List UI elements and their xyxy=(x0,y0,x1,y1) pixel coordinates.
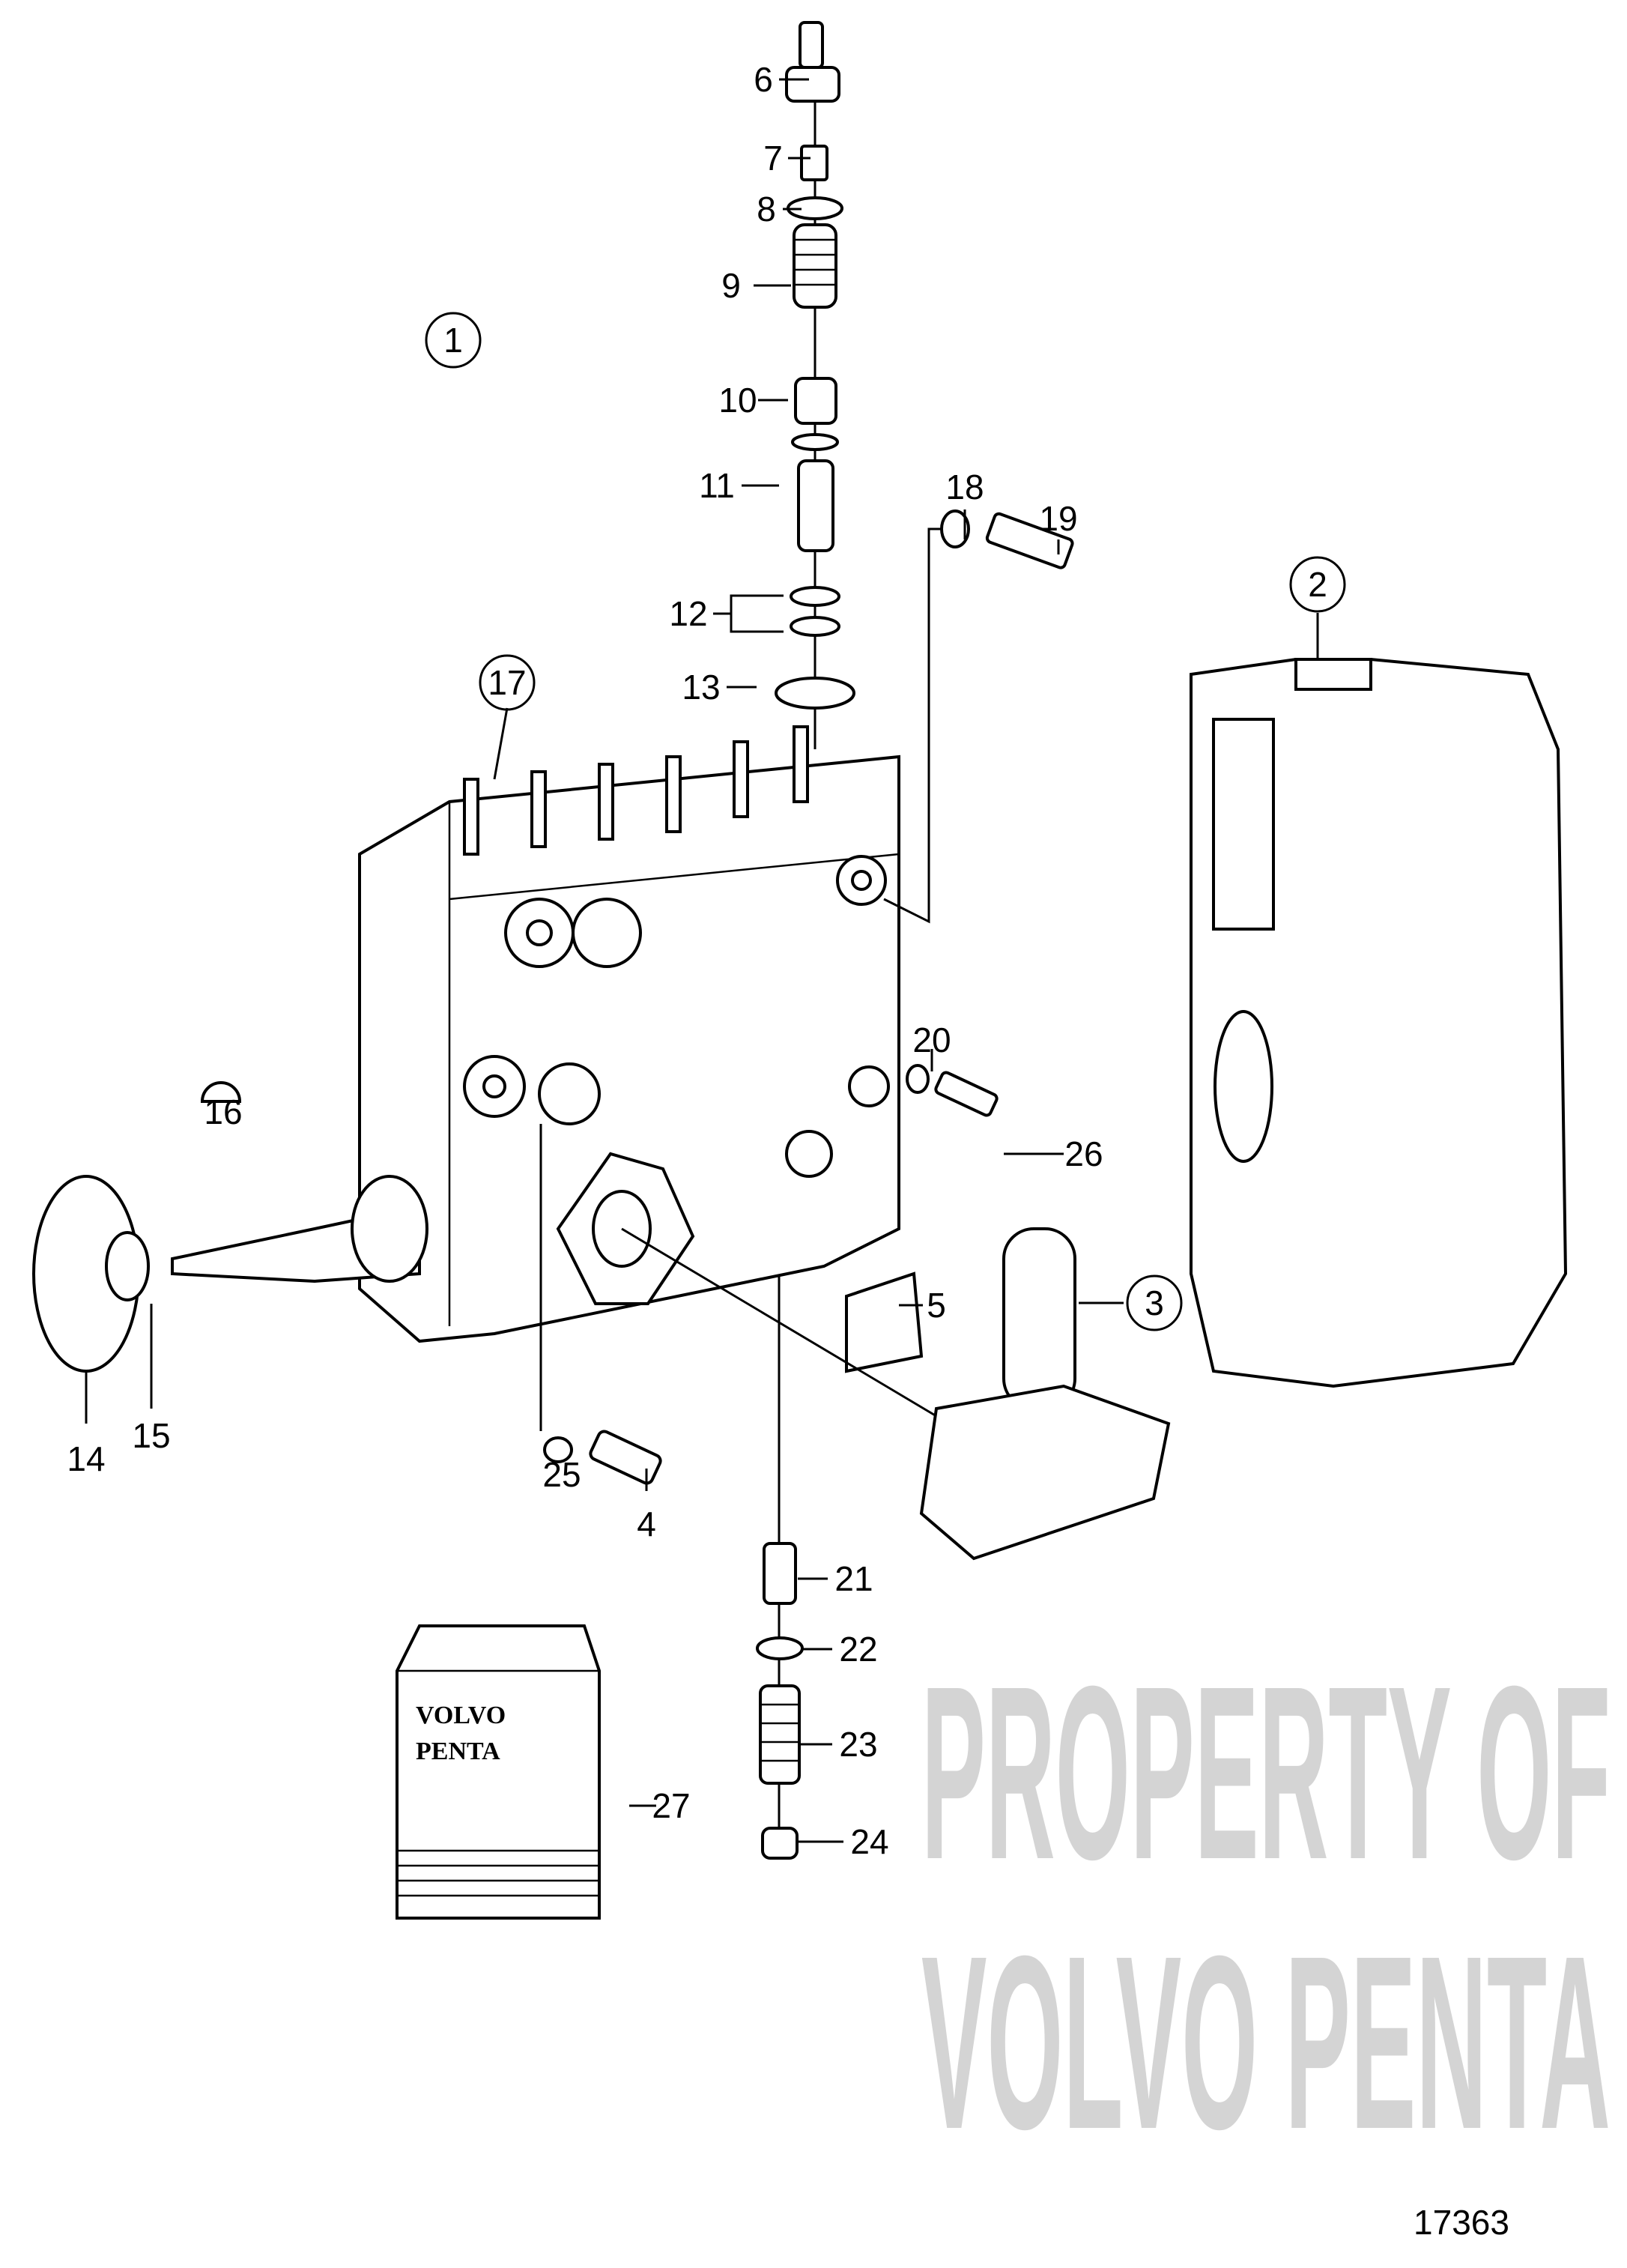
callout-3: 3 xyxy=(1145,1283,1164,1322)
callout-2: 2 xyxy=(1308,565,1327,604)
callout-27: 27 xyxy=(652,1786,690,1825)
callout-15: 15 xyxy=(132,1416,170,1455)
leader-lines xyxy=(85,78,1319,1843)
callout-25: 25 xyxy=(542,1455,581,1494)
callout-6: 6 xyxy=(754,60,773,99)
callout-17: 17 xyxy=(488,663,526,702)
callout-24: 24 xyxy=(850,1822,888,1861)
callout-22: 22 xyxy=(839,1630,877,1669)
callout-labels: 1 2 3 4 5 6 7 8 9 10 11 12 13 14 15 16 1… xyxy=(67,60,1509,2242)
figure-number: 17363 xyxy=(1414,2203,1509,2242)
delivery-valve-stack xyxy=(775,21,855,710)
callout-23: 23 xyxy=(839,1725,877,1764)
watermark: PROPERTY OF VOLVO PENTA xyxy=(921,1634,1611,2180)
watermark-line2: VOLVO PENTA xyxy=(921,1904,1611,2180)
callout-16: 16 xyxy=(204,1092,242,1131)
callout-12: 12 xyxy=(669,594,707,633)
pump-housing xyxy=(171,725,900,1343)
callout-18: 18 xyxy=(945,468,984,506)
callout-20: 20 xyxy=(912,1020,951,1059)
small-parts xyxy=(32,509,1171,1860)
callout-26: 26 xyxy=(1064,1134,1103,1173)
callout-21: 21 xyxy=(834,1559,873,1598)
callout-10: 10 xyxy=(718,381,757,420)
callout-1: 1 xyxy=(443,321,463,360)
instruction-manual-icon: VOLVO PENTA xyxy=(396,1624,601,1920)
callout-14: 14 xyxy=(67,1439,105,1478)
callout-5: 5 xyxy=(927,1286,946,1325)
manual-logo-line1: VOLVO xyxy=(416,1702,506,1729)
watermark-line1: PROPERTY OF xyxy=(921,1634,1611,1911)
callout-13: 13 xyxy=(682,668,720,707)
callout-19: 19 xyxy=(1039,499,1077,538)
callout-9: 9 xyxy=(721,266,741,305)
callout-circles xyxy=(425,312,1346,1331)
governor-housing xyxy=(1190,658,1568,1388)
callout-11: 11 xyxy=(699,466,735,505)
manual-logo-line2: PENTA xyxy=(416,1738,500,1765)
callout-8: 8 xyxy=(757,190,776,229)
callout-4: 4 xyxy=(637,1505,656,1543)
callout-7: 7 xyxy=(763,139,783,178)
